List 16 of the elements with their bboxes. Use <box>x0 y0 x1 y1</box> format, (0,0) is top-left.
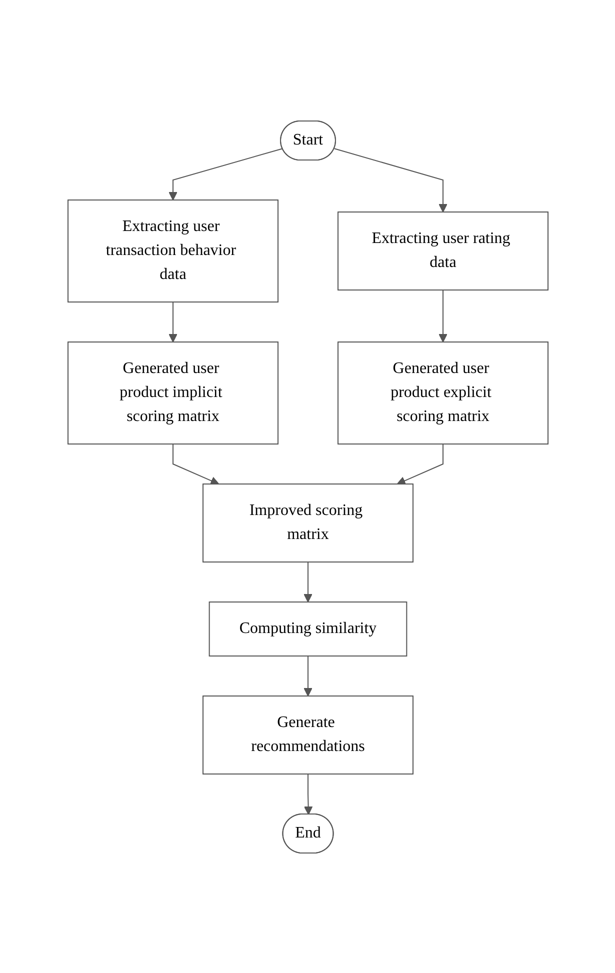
arrow <box>333 148 447 212</box>
node-box: Extracting user transaction behavior data <box>67 199 278 302</box>
node-box: Generated user product implicit scoring matrix <box>67 341 278 444</box>
node-box: Generated user product explicit scoring matrix <box>337 341 548 444</box>
arrow <box>396 443 443 484</box>
node-box: Extracting user rating data <box>337 211 548 290</box>
arrow <box>303 561 312 602</box>
arrow <box>303 655 312 696</box>
arrow <box>172 443 219 484</box>
node-box: Computing similarity <box>208 601 407 656</box>
arrow <box>438 289 447 342</box>
node-box: Generate recommendations <box>202 695 413 774</box>
arrow <box>168 148 283 200</box>
node-box: Improved scoring matrix <box>202 483 413 562</box>
arrow <box>303 773 312 814</box>
arrow <box>168 301 177 342</box>
